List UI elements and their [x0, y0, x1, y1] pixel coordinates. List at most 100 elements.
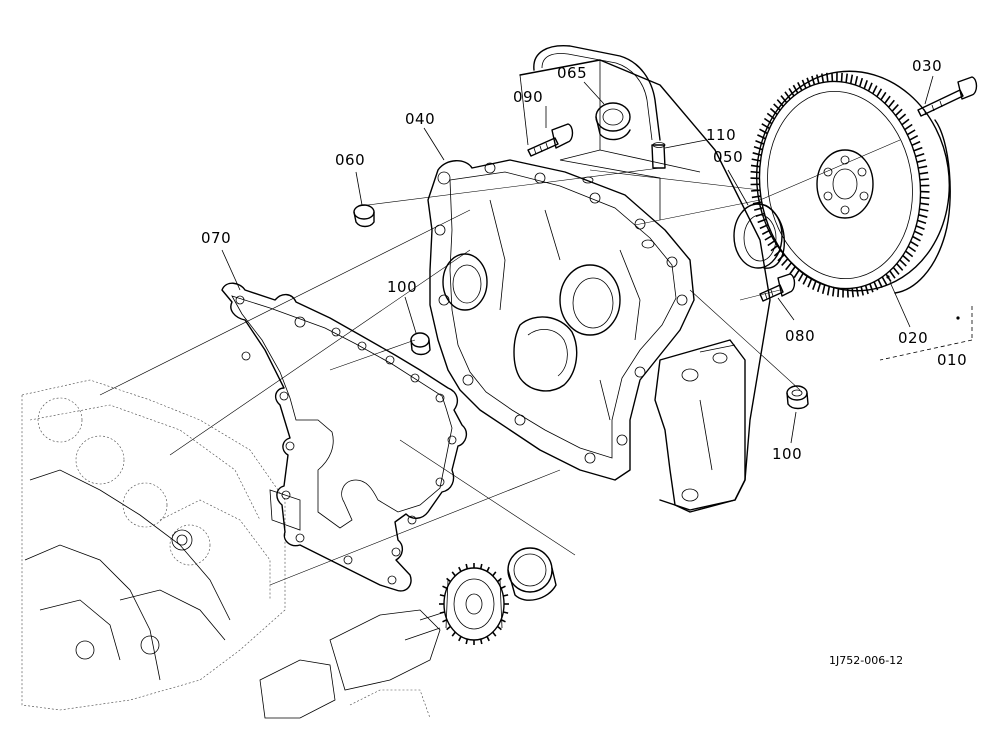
gear-tooth: [833, 287, 834, 296]
callout-100-upper: 100: [387, 278, 417, 296]
gear-tooth: [771, 245, 778, 251]
gear-tooth: [803, 276, 807, 284]
gear-tooth: [897, 264, 903, 271]
gear-tooth: [857, 288, 859, 297]
gear-tooth: [493, 632, 496, 636]
gear-tooth: [892, 105, 898, 112]
gear-tooth: [902, 119, 909, 125]
gear-tooth: [911, 242, 919, 247]
gear-tooth: [864, 80, 867, 88]
gear-tooth: [838, 288, 839, 297]
gear-tooth: [851, 75, 853, 84]
gear-tooth: [881, 92, 886, 100]
gear-tooth: [466, 639, 467, 644]
engine-block: [22, 380, 285, 710]
gear-tooth: [503, 595, 508, 596]
callout-090: 090: [513, 88, 543, 106]
gear-tooth: [753, 153, 762, 155]
oil-seal-065: [596, 103, 630, 140]
gear-tooth: [882, 277, 886, 285]
leader-lines: [222, 76, 933, 443]
gear-tooth: [487, 567, 489, 572]
gear-tooth: [501, 586, 506, 588]
gear-tooth: [905, 125, 913, 130]
gear-tooth: [842, 73, 843, 82]
gear-tooth: [768, 240, 776, 245]
gear-tooth: [481, 564, 482, 569]
callout-labels: 030 065 090 110 050 040 060 070 100 080 …: [201, 57, 967, 463]
gear-tooth: [487, 636, 489, 641]
gear-tooth: [885, 96, 890, 103]
gear-tooth: [786, 263, 792, 270]
gear-tooth: [855, 76, 857, 85]
callout-040: 040: [405, 110, 435, 128]
gear-tooth: [912, 142, 920, 146]
gear-tooth: [906, 251, 913, 257]
callout-020: 020: [898, 329, 928, 347]
gear-tooth: [751, 172, 760, 173]
gear-tooth: [498, 578, 502, 581]
gear-tooth: [481, 639, 482, 644]
gear-tooth: [920, 203, 929, 204]
callout-065: 065: [557, 64, 587, 82]
gear-tooth: [832, 73, 833, 82]
callout-010: 010: [937, 351, 967, 369]
gear-tooth: [754, 147, 763, 150]
gear-tooth: [817, 75, 819, 84]
gear-tooth: [900, 260, 907, 266]
gear-tooth: [916, 226, 924, 229]
gear-tooth: [459, 567, 461, 572]
callout-070: 070: [201, 229, 231, 247]
gear-tooth: [899, 114, 906, 120]
bolt-080: [760, 274, 795, 301]
assembly-guide-lines: [100, 140, 900, 585]
gear-tooth: [452, 632, 455, 636]
gear-tooth: [915, 231, 923, 235]
callout-100-lower: 100: [772, 445, 802, 463]
gear-tooth: [861, 287, 863, 296]
gear-tooth: [920, 209, 929, 211]
gear-tooth: [828, 286, 830, 295]
gear-tooth: [910, 136, 918, 140]
gear-tooth: [907, 130, 915, 135]
gear-tooth: [778, 255, 785, 261]
gear-tooth: [852, 288, 853, 297]
gear-tooth: [916, 154, 925, 157]
plug-060: [354, 205, 374, 227]
gear-tooth: [440, 595, 445, 596]
breather-pipe-110: [534, 46, 665, 168]
gear-tooth: [903, 256, 910, 262]
plug-100-lower: [787, 386, 808, 409]
gear-tooth: [503, 612, 508, 613]
gear-tooth: [447, 578, 451, 581]
gear-tooth: [794, 270, 799, 278]
gear-tooth: [493, 572, 496, 576]
gear-tooth: [919, 173, 928, 174]
callout-110: 110: [706, 126, 736, 144]
gear-tooth: [917, 160, 926, 162]
crank-gear: [444, 568, 504, 640]
gear-tooth: [752, 196, 761, 197]
callout-060: 060: [335, 151, 365, 169]
figure-code: 1J752-006-12: [829, 654, 903, 667]
gear-tooth: [751, 190, 760, 191]
gear-tooth: [466, 564, 467, 569]
flywheel-020: [743, 59, 964, 320]
gear-tooth: [869, 83, 873, 91]
gear-tooth: [808, 279, 812, 287]
gear-tooth: [918, 220, 927, 223]
gear-tooth: [846, 74, 847, 83]
crankshaft: [260, 610, 440, 718]
gear-tooth: [447, 626, 451, 629]
gear-tooth: [918, 166, 927, 168]
gear-tooth: [873, 86, 877, 94]
gear-tooth: [799, 273, 804, 281]
callout-030: 030: [912, 57, 942, 75]
gear-tooth: [893, 267, 899, 274]
gear-tooth: [818, 283, 821, 292]
gear-tooth: [848, 289, 849, 298]
gear-tooth: [459, 636, 461, 641]
gear-tooth: [889, 100, 895, 107]
